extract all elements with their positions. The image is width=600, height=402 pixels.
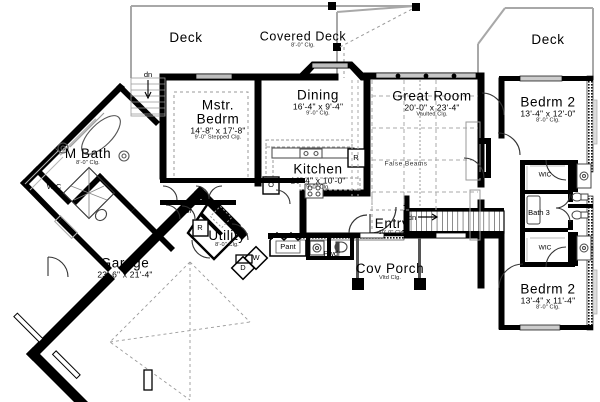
room-name: Covered Deck — [259, 29, 347, 44]
label-bath-3: Bath 3 — [528, 208, 550, 218]
room-ceiling-note: 9'-0" Stepped Clg. — [194, 134, 242, 141]
window-openings — [195, 62, 477, 80]
label-wic-lower: WIC — [538, 244, 552, 252]
room-name: Deck — [169, 29, 203, 45]
pantry-powder-walls — [268, 233, 366, 239]
room-ceiling-note: 8'-0" Clg. — [215, 242, 239, 249]
room-ceiling-note: 8'-0" Clg. — [76, 160, 100, 167]
room-dimensions: 13'-4" x 11'-4" — [520, 295, 576, 306]
garage-entry-door — [47, 256, 69, 278]
room-ceiling-note: 10'-0" Clg. — [378, 230, 406, 237]
room-name: Kitchen — [293, 161, 343, 177]
room-ceiling-note: 9'-0" Clg. — [306, 110, 330, 117]
room-name: Mstr. — [201, 97, 235, 113]
deck-post-markers — [328, 2, 420, 51]
label-washer: W — [252, 253, 260, 263]
entry-stairs — [408, 208, 505, 234]
room-name: Bedrm 2 — [520, 94, 576, 110]
powder-fixtures — [309, 240, 348, 256]
room-name-line2: Bedrm — [196, 111, 240, 127]
label-refrig-util: R — [197, 223, 203, 233]
label-stor: Stor — [178, 206, 192, 216]
powder-walls — [306, 238, 354, 260]
room-ceiling-note: Vaulted Clg. — [416, 111, 448, 118]
label-oven: O — [268, 180, 274, 190]
room-dimensions: 20'-0" x 23'-4" — [404, 102, 460, 113]
label-stairs-down-entry: dn — [407, 213, 417, 223]
label-false-beams: False Beams — [384, 160, 428, 168]
room-name: Cov Porch — [355, 260, 425, 276]
great-room-false-beams — [371, 80, 478, 210]
label-pant: Pant — [280, 242, 296, 252]
room-name: Bedrm 2 — [520, 281, 576, 297]
great-room-niche — [465, 121, 481, 241]
porch-door-openings — [359, 232, 467, 239]
room-ceiling-note: 9'-0" Clg. — [306, 184, 330, 191]
entry-arrow-dn — [418, 213, 439, 221]
room-dimensions: 16'-4" x 10'-0" — [290, 175, 346, 186]
room-ceiling-note: 8'-0" Clg. — [536, 117, 560, 124]
door-swings — [162, 185, 291, 259]
kitchen-cooktop — [304, 183, 324, 199]
label-refrigerator: R — [353, 153, 359, 163]
deck-stairs-arrow — [144, 80, 152, 100]
room-name: Great Room — [392, 88, 472, 104]
master-bath-fixtures — [24, 112, 130, 240]
label-wic-upper: WIC — [538, 171, 552, 179]
label-wic-master: WIC — [46, 182, 62, 192]
label-pwdr: Pwdr — [323, 249, 341, 259]
room-ceiling-note: 8'-0" Clg. — [291, 42, 315, 49]
label-stairs-down-deck: dn — [143, 70, 153, 80]
room-ceiling-note: 8'-0" Clg. — [536, 304, 560, 311]
room-dimensions: 14'-8" x 17'-8" — [190, 125, 246, 136]
label-dryer: D — [240, 263, 246, 273]
room-dimensions: 23'-6" x 21'-4" — [97, 269, 153, 280]
pantry-box — [269, 231, 307, 257]
room-label-deck-left: Deck — [169, 29, 203, 45]
utility-cluster — [198, 200, 242, 237]
hall-walls — [160, 178, 305, 205]
room-dimensions: 16'-4" x 9'-4" — [292, 101, 344, 112]
deck-dashed-guides — [339, 7, 415, 78]
cov-porch — [352, 238, 426, 290]
garage-door-openings — [13, 254, 253, 391]
room-name: Entry — [374, 215, 410, 231]
kitchen-island — [271, 147, 355, 159]
room-name: Utility — [208, 227, 246, 243]
room-name: Dining — [297, 87, 339, 103]
kitchen-util-fridge — [192, 219, 209, 237]
room-dimensions: 13'-4" x 12'-0" — [520, 108, 576, 119]
room-ceiling-note: Vltd Clg. — [378, 275, 402, 282]
room-name: Deck — [531, 31, 565, 47]
right-wing-fixtures — [526, 163, 592, 261]
dining-ceiling-guides — [351, 80, 359, 196]
room-name: Garage — [100, 255, 150, 271]
great-room-door-swing — [463, 157, 485, 179]
right-wing-doors — [481, 92, 571, 289]
garage-interior — [109, 261, 251, 401]
right-wing-window-openings — [519, 75, 598, 331]
room-label-deck-right: Deck — [531, 31, 565, 47]
laundry-wd — [230, 245, 269, 281]
room-name: M Bath — [64, 145, 112, 161]
utility-appliance-hint — [209, 205, 233, 229]
kitchen-cabinets — [265, 139, 361, 192]
